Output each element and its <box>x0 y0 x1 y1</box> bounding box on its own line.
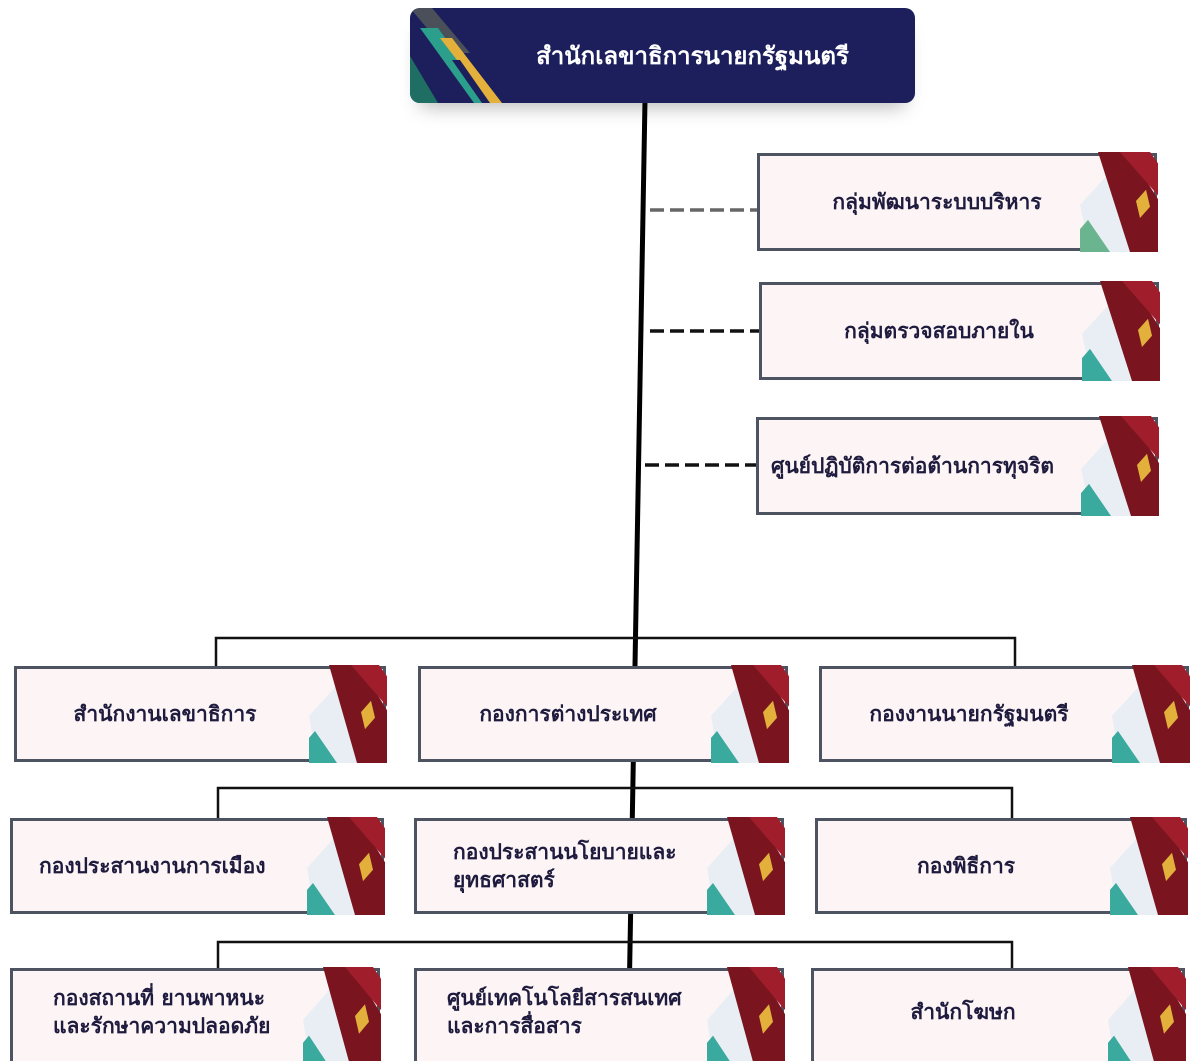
unit-label: ศูนย์เทคโนโลยีสารสนเทศ และการสื่อสาร <box>447 985 682 1038</box>
corner-decoration <box>707 817 785 915</box>
department-box: กองประสานงานการเมือง <box>10 817 385 915</box>
department-box: สำนักโฆษก <box>811 967 1186 1061</box>
corner-decoration <box>1110 817 1188 915</box>
unit-label: ศูนย์ปฏิบัติการต่อต้านการทุจริต <box>771 453 1055 478</box>
unit-label: กลุ่มตรวจสอบภายใน <box>844 318 1034 343</box>
corner-decoration <box>307 817 385 915</box>
top-header-box: สำนักเลขาธิการนายกรัฐมนตรี <box>410 8 915 103</box>
corner-decoration <box>1080 152 1158 252</box>
corner-decoration <box>1112 665 1190 763</box>
department-box: กองงานนายกรัฐมนตรี <box>819 665 1190 763</box>
staff-unit-box: กลุ่มพัฒนาระบบบริหาร <box>757 152 1158 252</box>
row2-bracket <box>216 786 1014 820</box>
corner-decoration <box>707 967 785 1061</box>
unit-label: กองประสานนโยบายและ ยุทธศาสตร์ <box>453 839 677 892</box>
main-trunk-line <box>625 99 648 1061</box>
staff-unit-box: ศูนย์ปฏิบัติการต่อต้านการทุจริต <box>756 416 1159 516</box>
department-box: กองสถานที่ ยานพาหนะ และรักษาความปลอดภัย <box>10 967 381 1061</box>
corner-decoration <box>303 967 381 1061</box>
corner-decoration <box>711 665 789 763</box>
department-box: กองการต่างประเทศ <box>418 665 789 763</box>
department-box: สำนักงานเลขาธิการ <box>14 665 387 763</box>
corner-decoration <box>1081 416 1159 516</box>
corner-decoration <box>1082 281 1160 381</box>
unit-label: กองพิธีการ <box>916 853 1016 878</box>
department-box: ศูนย์เทคโนโลยีสารสนเทศ และการสื่อสาร <box>414 967 785 1061</box>
row1-bracket <box>214 636 1017 668</box>
unit-label: กองงานนายกรัฐมนตรี <box>869 701 1069 726</box>
row3-bracket <box>216 940 1014 970</box>
header-stripe-decoration <box>410 8 502 103</box>
unit-label: กองสถานที่ ยานพาหนะ และรักษาความปลอดภัย <box>53 985 271 1038</box>
corner-decoration <box>1108 967 1186 1061</box>
unit-label: กองประสานงานการเมือง <box>39 853 266 878</box>
department-box: กองพิธีการ <box>815 817 1188 915</box>
staff-unit-box: กลุ่มตรวจสอบภายใน <box>759 281 1160 381</box>
unit-label: สำนักงานเลขาธิการ <box>73 701 257 726</box>
unit-label: กลุ่มพัฒนาระบบบริหาร <box>832 189 1042 214</box>
unit-label: กองการต่างประเทศ <box>479 701 657 726</box>
department-box: กองประสานนโยบายและ ยุทธศาสตร์ <box>414 817 785 915</box>
unit-label: สำนักโฆษก <box>910 999 1016 1024</box>
header-title: สำนักเลขาธิการนายกรัฐมนตรี <box>536 42 849 70</box>
corner-decoration <box>309 665 387 763</box>
